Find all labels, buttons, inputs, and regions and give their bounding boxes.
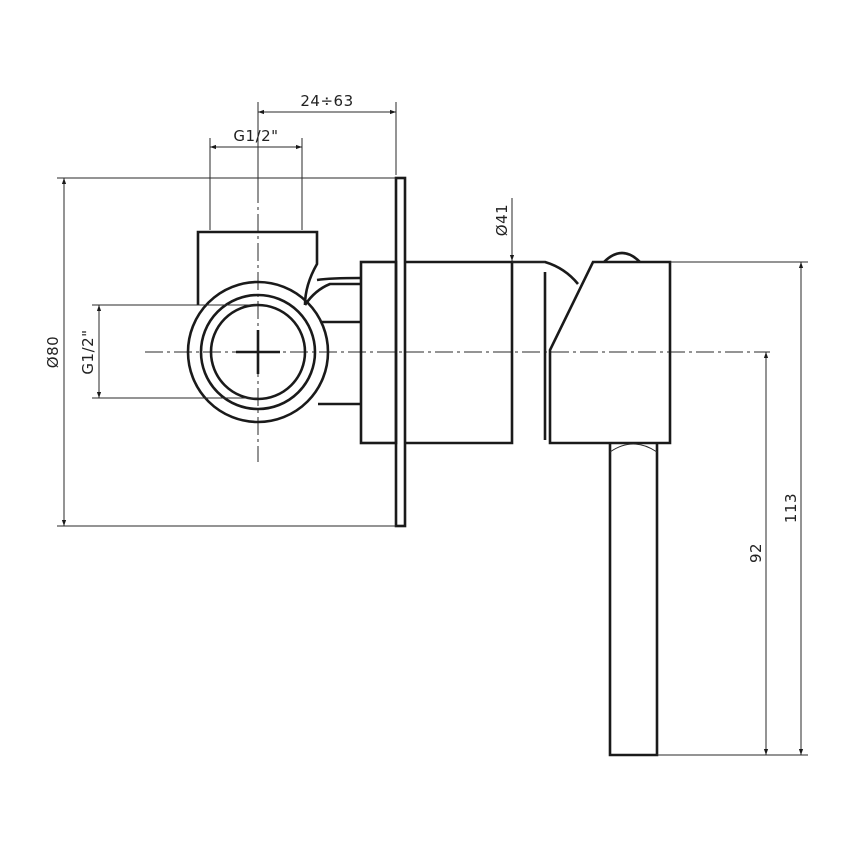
dimension-total-height: 113 <box>657 261 808 756</box>
dim-label-side-thread: G1/2" <box>79 329 97 374</box>
outlet-cylinder <box>405 260 514 445</box>
connector-pipe-mid <box>303 282 361 306</box>
side-inlet-middle-ring <box>199 293 317 411</box>
lever <box>608 443 659 757</box>
dim-label-plate-diameter: Ø80 <box>44 336 62 368</box>
dim-label-outlet-diameter: Ø41 <box>493 204 511 236</box>
mixer-body <box>186 176 672 757</box>
dim-label-top-thread: G1/2" <box>233 127 278 145</box>
handle-top-cap <box>603 251 641 263</box>
side-inlet-outer-ring <box>186 280 330 424</box>
dim-label-top-range: 24÷63 <box>300 92 353 110</box>
dimension-outlet-diameter: Ø41 <box>493 198 515 261</box>
dim-label-lever-height: 92 <box>747 543 765 563</box>
dimension-lever-height: 92 <box>747 352 769 755</box>
connector-pipe-upper <box>316 276 362 282</box>
outlet-cylinder-cap <box>512 260 580 285</box>
main-body <box>359 260 398 445</box>
dimension-top-range: 24÷63 <box>257 92 397 188</box>
dimension-side-thread: G1/2" <box>79 304 258 399</box>
dimension-plate-diameter: Ø80 <box>44 177 396 527</box>
dimension-top-thread: G1/2" <box>209 127 303 230</box>
dim-label-total-height: 113 <box>782 493 800 523</box>
lever-transition <box>609 443 658 453</box>
